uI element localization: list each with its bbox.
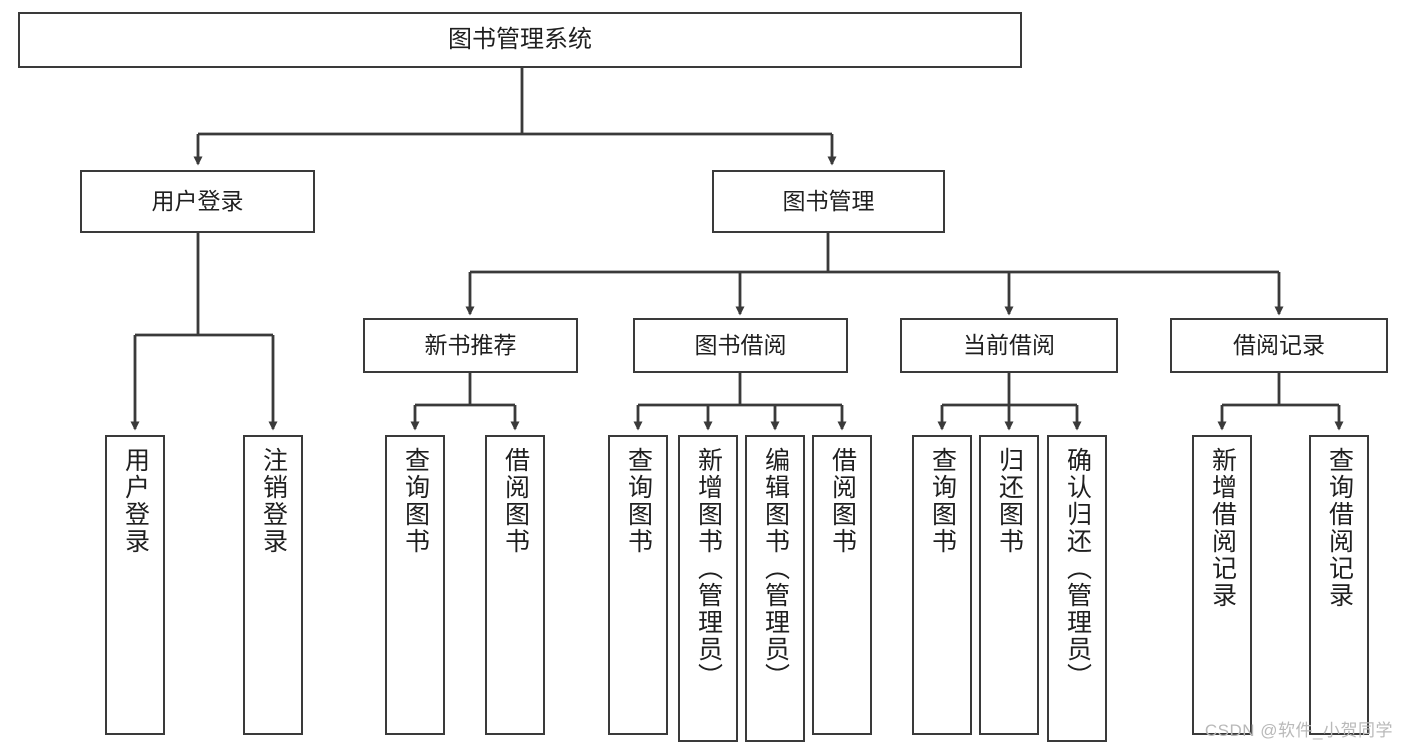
node-label: 新书推荐 xyxy=(424,331,517,358)
leaf-record-query-borrow-record[interactable]: 查询借阅记录 xyxy=(1309,435,1369,735)
node-root-book-management-system[interactable]: 图书管理系统 xyxy=(18,12,1022,68)
node-label: 借阅记录 xyxy=(1233,331,1325,358)
watermark-text: CSDN @软件_小贺同学 xyxy=(1204,721,1393,740)
leaf-borrow-borrow-books[interactable]: 借阅图书 xyxy=(812,435,872,735)
node-label: 查询图书 xyxy=(624,447,653,555)
leaf-borrow-query-books[interactable]: 查询图书 xyxy=(608,435,668,735)
leaf-user-login-login[interactable]: 用户登录 xyxy=(105,435,165,735)
node-label: 借阅图书 xyxy=(828,447,857,555)
node-label: 确认归还（管理员） xyxy=(1063,447,1092,690)
node-label: 查询图书 xyxy=(401,447,430,555)
leaf-new-book-borrow-books[interactable]: 借阅图书 xyxy=(485,435,545,735)
leaf-current-return-books[interactable]: 归还图书 xyxy=(979,435,1039,735)
node-label: 注销登录 xyxy=(259,447,288,555)
node-borrowing-record[interactable]: 借阅记录 xyxy=(1170,318,1388,373)
node-label: 当前借阅 xyxy=(963,331,1055,358)
node-label: 图书借阅 xyxy=(694,331,787,358)
leaf-current-query-books[interactable]: 查询图书 xyxy=(912,435,972,735)
node-label: 查询图书 xyxy=(928,447,957,555)
node-label: 查询借阅记录 xyxy=(1325,447,1354,609)
node-label: 借阅图书 xyxy=(501,447,530,555)
node-label: 归还图书 xyxy=(995,447,1024,555)
node-book-management[interactable]: 图书管理 xyxy=(712,170,945,233)
leaf-current-confirm-return-admin[interactable]: 确认归还（管理员） xyxy=(1047,435,1107,742)
node-label: 新增图书（管理员） xyxy=(694,447,723,690)
leaf-borrow-edit-book-admin[interactable]: 编辑图书（管理员） xyxy=(745,435,805,742)
leaf-user-login-logout[interactable]: 注销登录 xyxy=(243,435,303,735)
node-label: 图书管理系统 xyxy=(448,25,592,53)
leaf-record-add-borrow-record[interactable]: 新增借阅记录 xyxy=(1192,435,1252,735)
node-label: 用户登录 xyxy=(151,187,244,214)
leaf-borrow-add-book-admin[interactable]: 新增图书（管理员） xyxy=(678,435,738,742)
node-book-borrowing[interactable]: 图书借阅 xyxy=(633,318,848,373)
node-label: 用户登录 xyxy=(121,447,150,555)
node-current-borrowing[interactable]: 当前借阅 xyxy=(900,318,1118,373)
node-new-book-recommendation[interactable]: 新书推荐 xyxy=(363,318,578,373)
leaf-new-book-query-books[interactable]: 查询图书 xyxy=(385,435,445,735)
node-label: 图书管理 xyxy=(782,187,875,214)
node-label: 编辑图书（管理员） xyxy=(761,447,790,690)
node-user-login[interactable]: 用户登录 xyxy=(80,170,315,233)
node-label: 新增借阅记录 xyxy=(1208,447,1237,609)
